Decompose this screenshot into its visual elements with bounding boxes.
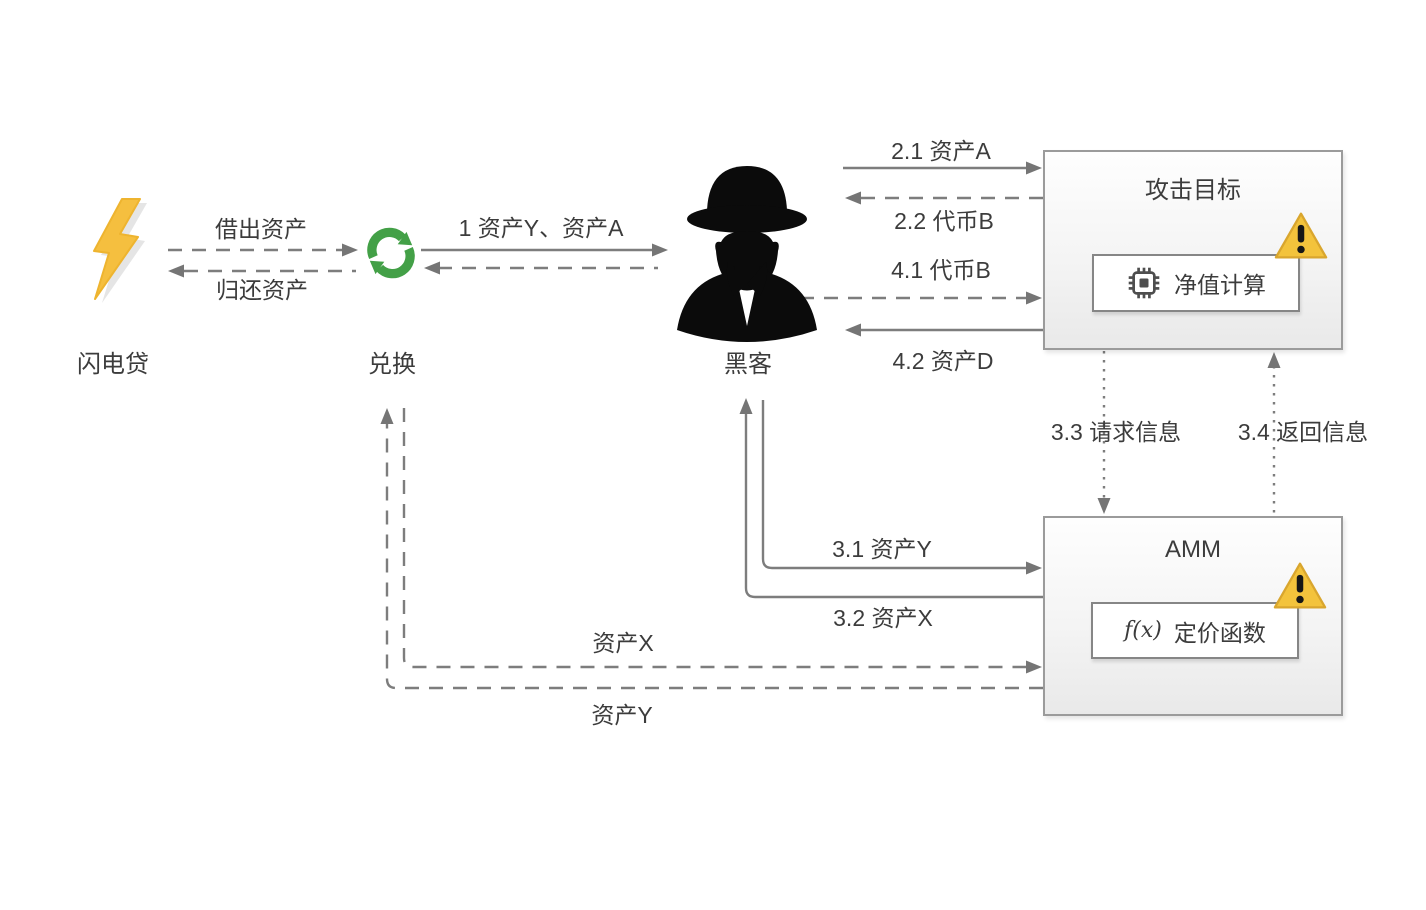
- swap-label: 兑换: [368, 351, 416, 378]
- hacker-label: 黑客: [724, 351, 772, 378]
- edge-step1-label: 1 资产Y、资产A: [458, 215, 624, 241]
- arrowhead: [424, 261, 440, 275]
- edge-step2-1-label: 2.1 资产A: [891, 138, 991, 164]
- arrowhead: [1097, 498, 1111, 514]
- lightning-icon: [78, 193, 168, 325]
- flash-loan-label: 闪电贷: [77, 351, 149, 378]
- net-value-module-label: 净值计算: [1174, 272, 1266, 298]
- fx-formula-label: f(x): [1124, 618, 1162, 643]
- hacker-icon: [672, 158, 822, 344]
- cpu-icon: [1126, 265, 1162, 301]
- arrowhead: [652, 243, 668, 257]
- edge-asset-x-label: 资产X: [592, 630, 654, 656]
- edge-lend-label: 借出资产: [215, 216, 307, 242]
- warning-icon: [1273, 210, 1329, 267]
- arrowhead: [1026, 660, 1042, 674]
- arrowhead: [1026, 291, 1042, 305]
- arrowhead: [168, 264, 184, 278]
- edge-step3-1-line: [761, 400, 1028, 570]
- arrowhead: [845, 191, 861, 205]
- arrowhead: [380, 408, 394, 424]
- edge-step2-2-label: 2.2 代币B: [894, 208, 994, 234]
- arrowhead: [342, 243, 358, 257]
- pricing-function-module-box: f(x) 定价函数: [1091, 602, 1299, 659]
- edge-repay-label: 归还资产: [216, 277, 308, 303]
- arrowhead: [1026, 561, 1042, 575]
- edge-step3-4-label: 3.4 返回信息: [1237, 419, 1369, 445]
- amm-box: AMM f(x) 定价函数: [1043, 516, 1343, 716]
- edge-step3-2-line: [744, 412, 1043, 599]
- warning-icon: [1272, 560, 1328, 617]
- arrowhead: [1267, 352, 1281, 368]
- edge-step4-1-label: 4.1 代币B: [891, 257, 991, 283]
- edge-step3-2-label: 3.2 资产X: [833, 605, 933, 631]
- arrowhead: [845, 323, 861, 337]
- attack-target-box: 攻击目标 净值计算: [1043, 150, 1343, 350]
- edge-step3-3-label: 3.3 请求信息: [1050, 419, 1182, 445]
- edge-step3-1-label: 3.1 资产Y: [832, 536, 932, 562]
- attack-target-title: 攻击目标: [1145, 177, 1241, 204]
- swap-icon: [360, 222, 422, 284]
- net-value-module-box: 净值计算: [1092, 254, 1300, 312]
- arrowhead: [1026, 161, 1042, 175]
- arrowhead: [739, 398, 753, 414]
- pricing-function-module-label: 定价函数: [1173, 619, 1266, 646]
- edge-asset-y-label: 资产Y: [591, 702, 653, 728]
- amm-title: AMM: [1165, 536, 1221, 563]
- edge-asset-x-line: [402, 408, 1028, 669]
- edge-step4-2-label: 4.2 资产D: [892, 348, 994, 374]
- edge-asset-y-line: [385, 422, 1043, 690]
